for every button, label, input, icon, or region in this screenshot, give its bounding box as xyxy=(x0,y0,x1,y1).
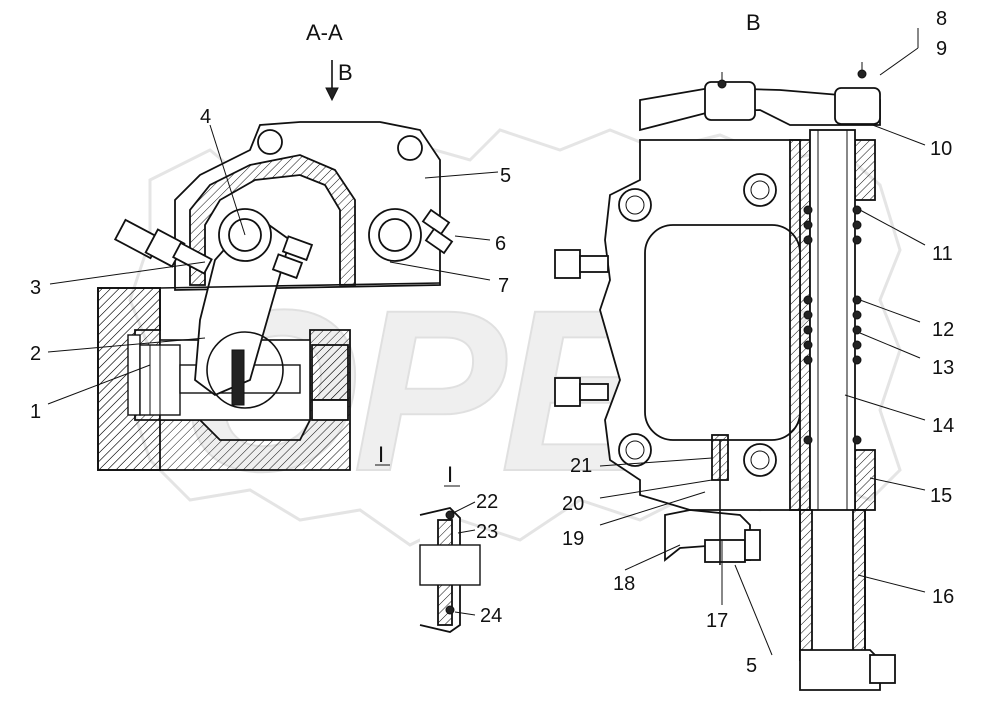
callout-3: 3 xyxy=(30,277,41,299)
spring-coils xyxy=(803,205,862,445)
callout-19: 19 xyxy=(562,528,584,550)
top-link xyxy=(639,87,881,132)
drain-channel xyxy=(711,434,729,481)
callout-1: 1 xyxy=(30,401,41,423)
callout-14: 14 xyxy=(932,415,954,437)
side-bolt-upper xyxy=(554,249,609,279)
detail-i-view: I 22 23 24 xyxy=(419,462,502,633)
watermark-gear-outline xyxy=(128,128,902,547)
callout-5-right: 5 xyxy=(746,655,757,677)
callout-11: 11 xyxy=(932,243,953,265)
valve-window xyxy=(644,224,801,441)
cylinder-wall-left xyxy=(789,139,811,511)
section-view-a-a: A-A B xyxy=(97,20,454,471)
shaft-6-inner xyxy=(378,218,412,252)
detail-i-circle xyxy=(206,331,284,409)
callout-13: 13 xyxy=(932,357,954,379)
adjusting-bolt xyxy=(113,218,213,275)
callout-24: 24 xyxy=(480,605,502,627)
callout-12: 12 xyxy=(932,319,954,341)
bottom-clevis xyxy=(799,649,881,691)
cylinder-wall-15 xyxy=(854,449,876,511)
callout-4: 4 xyxy=(200,106,211,128)
view-b: B xyxy=(554,10,896,691)
detail-pin xyxy=(231,349,245,406)
side-bolt-lower xyxy=(554,377,609,407)
view-arrow-head xyxy=(325,87,339,102)
callout-20: 20 xyxy=(562,493,584,515)
callout-6: 6 xyxy=(495,233,506,255)
callout-18: 18 xyxy=(613,573,635,595)
view-b-label: B xyxy=(746,10,761,35)
callout-23: 23 xyxy=(476,521,498,543)
callout-2: 2 xyxy=(30,343,41,365)
callout-10: 10 xyxy=(930,138,952,160)
detail-i-marker: I xyxy=(378,442,384,467)
callout-16: 16 xyxy=(932,586,954,608)
callout-7: 7 xyxy=(498,275,509,297)
left-callouts: 1 2 3 4 5 6 7 xyxy=(30,106,511,423)
callout-8: 8 xyxy=(936,8,947,30)
callout-21: 21 xyxy=(570,455,592,477)
callout-15: 15 xyxy=(930,485,952,507)
callout-22: 22 xyxy=(476,491,498,513)
piston-seal xyxy=(127,334,141,416)
gasket xyxy=(159,282,441,289)
callout-9: 9 xyxy=(936,38,947,60)
view-arrow-label: B xyxy=(338,60,353,85)
detail-view-label: I xyxy=(447,462,453,487)
section-label: A-A xyxy=(306,20,343,45)
right-callouts: 8 9 10 11 12 13 14 15 16 17 18 19 20 21 … xyxy=(562,8,954,677)
callout-5-left: 5 xyxy=(500,165,511,187)
callout-17: 17 xyxy=(706,610,728,632)
